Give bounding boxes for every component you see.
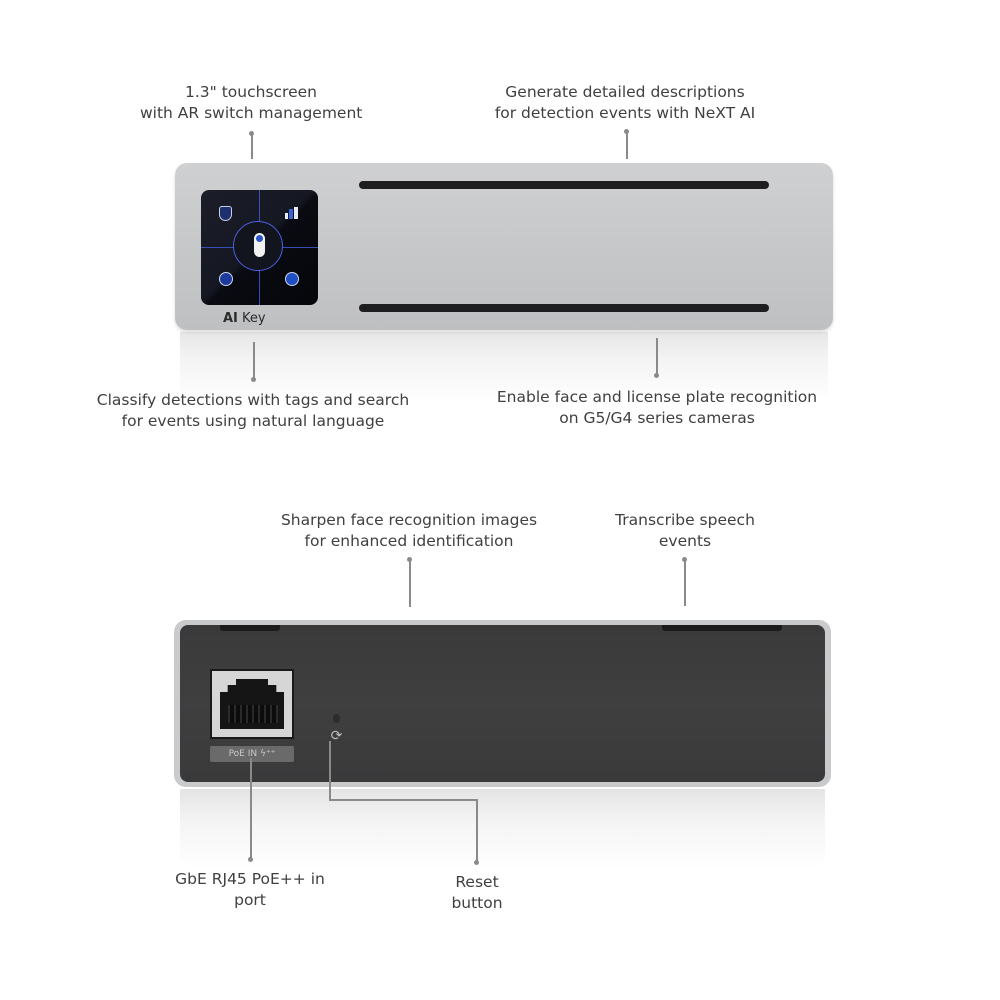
front-vent-slot-bottom (359, 304, 769, 312)
callout-line-sharpen (409, 559, 411, 607)
callout-sharpen: Sharpen face recognition images for enha… (280, 511, 538, 550)
camera-icon[interactable] (254, 233, 265, 257)
status-led (333, 714, 340, 723)
shield-icon[interactable] (219, 206, 232, 221)
callout-line-reset-horizontal (329, 799, 477, 801)
back-vent-right (662, 625, 782, 631)
reset-icon[interactable]: ⟳ (330, 728, 343, 744)
front-vent-slot-top (359, 181, 769, 189)
bar-chart-icon[interactable] (285, 207, 299, 219)
callout-line-touchscreen (251, 133, 253, 159)
back-vent-left (220, 625, 280, 631)
callout-port: GbE RJ45 PoE++ in port (175, 870, 325, 909)
product-name-label: AI Key (223, 311, 266, 326)
ai-key-front-device: AI Key (175, 163, 833, 330)
info-icon[interactable] (219, 272, 233, 286)
back-panel: PoE IN ϟ⁺⁺ ⟳ (180, 625, 825, 782)
front-device-reflection (180, 332, 828, 402)
callout-transcribe: Transcribe speech events (615, 511, 755, 550)
callout-descriptions: Generate detailed descriptions for detec… (494, 83, 756, 122)
callout-line-transcribe (684, 559, 686, 606)
callout-classify: Classify detections with tags and search… (96, 391, 410, 430)
callout-recognition: Enable face and license plate recognitio… (496, 388, 818, 427)
callout-line-reset-drop (476, 799, 478, 861)
rj45-poe-port[interactable] (210, 669, 294, 739)
camera-lens (256, 235, 263, 242)
callout-dot (654, 373, 659, 378)
touchscreen[interactable] (201, 190, 318, 305)
callout-line-recognition (656, 338, 658, 374)
callout-line-reset (329, 741, 331, 800)
callout-touchscreen: 1.3" touchscreen with AR switch manageme… (140, 83, 363, 122)
callout-line-port (250, 758, 252, 858)
poe-in-label: PoE IN ϟ⁺⁺ (210, 746, 294, 762)
callout-dot (248, 857, 253, 862)
callout-line-descriptions (626, 131, 628, 159)
callout-dot (474, 860, 479, 865)
callout-line-classify (253, 342, 255, 378)
rj45-pins (228, 705, 278, 723)
callout-dot (251, 377, 256, 382)
ai-key-back-device: PoE IN ϟ⁺⁺ ⟳ (174, 620, 831, 787)
back-device-reflection (180, 789, 825, 869)
callout-reset: Reset button (451, 873, 503, 912)
settings-icon[interactable] (285, 272, 299, 286)
